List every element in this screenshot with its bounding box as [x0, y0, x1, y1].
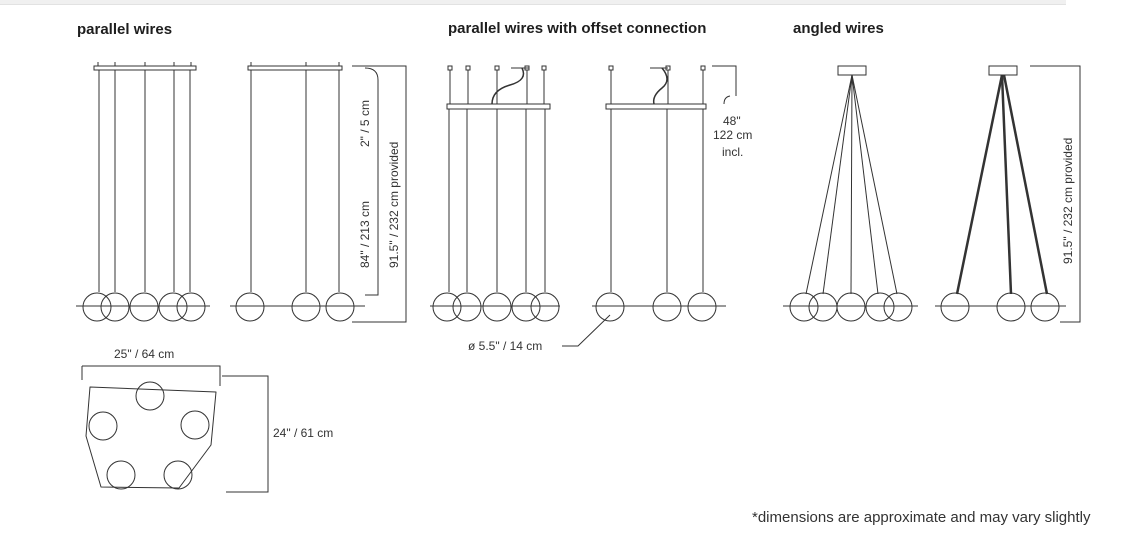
angled-wire-provided-label: 91.5" / 232 cm provided [1061, 138, 1075, 264]
canopy-depth-label: 24" / 61 cm [273, 426, 333, 440]
offset-cord-label-1: 48" [723, 114, 741, 128]
fixture-offset-5 [430, 65, 560, 322]
offset-cord-label-2: 122 cm [713, 128, 752, 142]
fixture-offset-3 [562, 65, 737, 347]
fixture-angled-5 [783, 65, 918, 322]
canopy-width-label: 25" / 64 cm [114, 347, 174, 361]
canopy-plan-view [81, 365, 269, 493]
fixture-parallel-5 [76, 62, 210, 322]
offset-cord-label-3: incl. [722, 145, 743, 159]
fixture-angled-3 [935, 65, 1081, 323]
title-parallel-offset: parallel wires with offset connection [448, 20, 707, 37]
footnote: *dimensions are approximate and may vary… [752, 509, 1091, 526]
fixture-drop-label: 84" / 213 cm [358, 201, 372, 268]
canopy-drop-label: 2" / 5 cm [358, 100, 372, 147]
title-parallel-wires: parallel wires [77, 21, 173, 38]
top-divider-bar [0, 0, 1066, 5]
globe-diameter-label: ø 5.5" / 14 cm [468, 339, 542, 353]
title-angled-wires: angled wires [793, 20, 884, 37]
fixture-parallel-3 [230, 62, 407, 323]
wire-provided-label: 91.5" / 232 cm provided [387, 142, 401, 268]
